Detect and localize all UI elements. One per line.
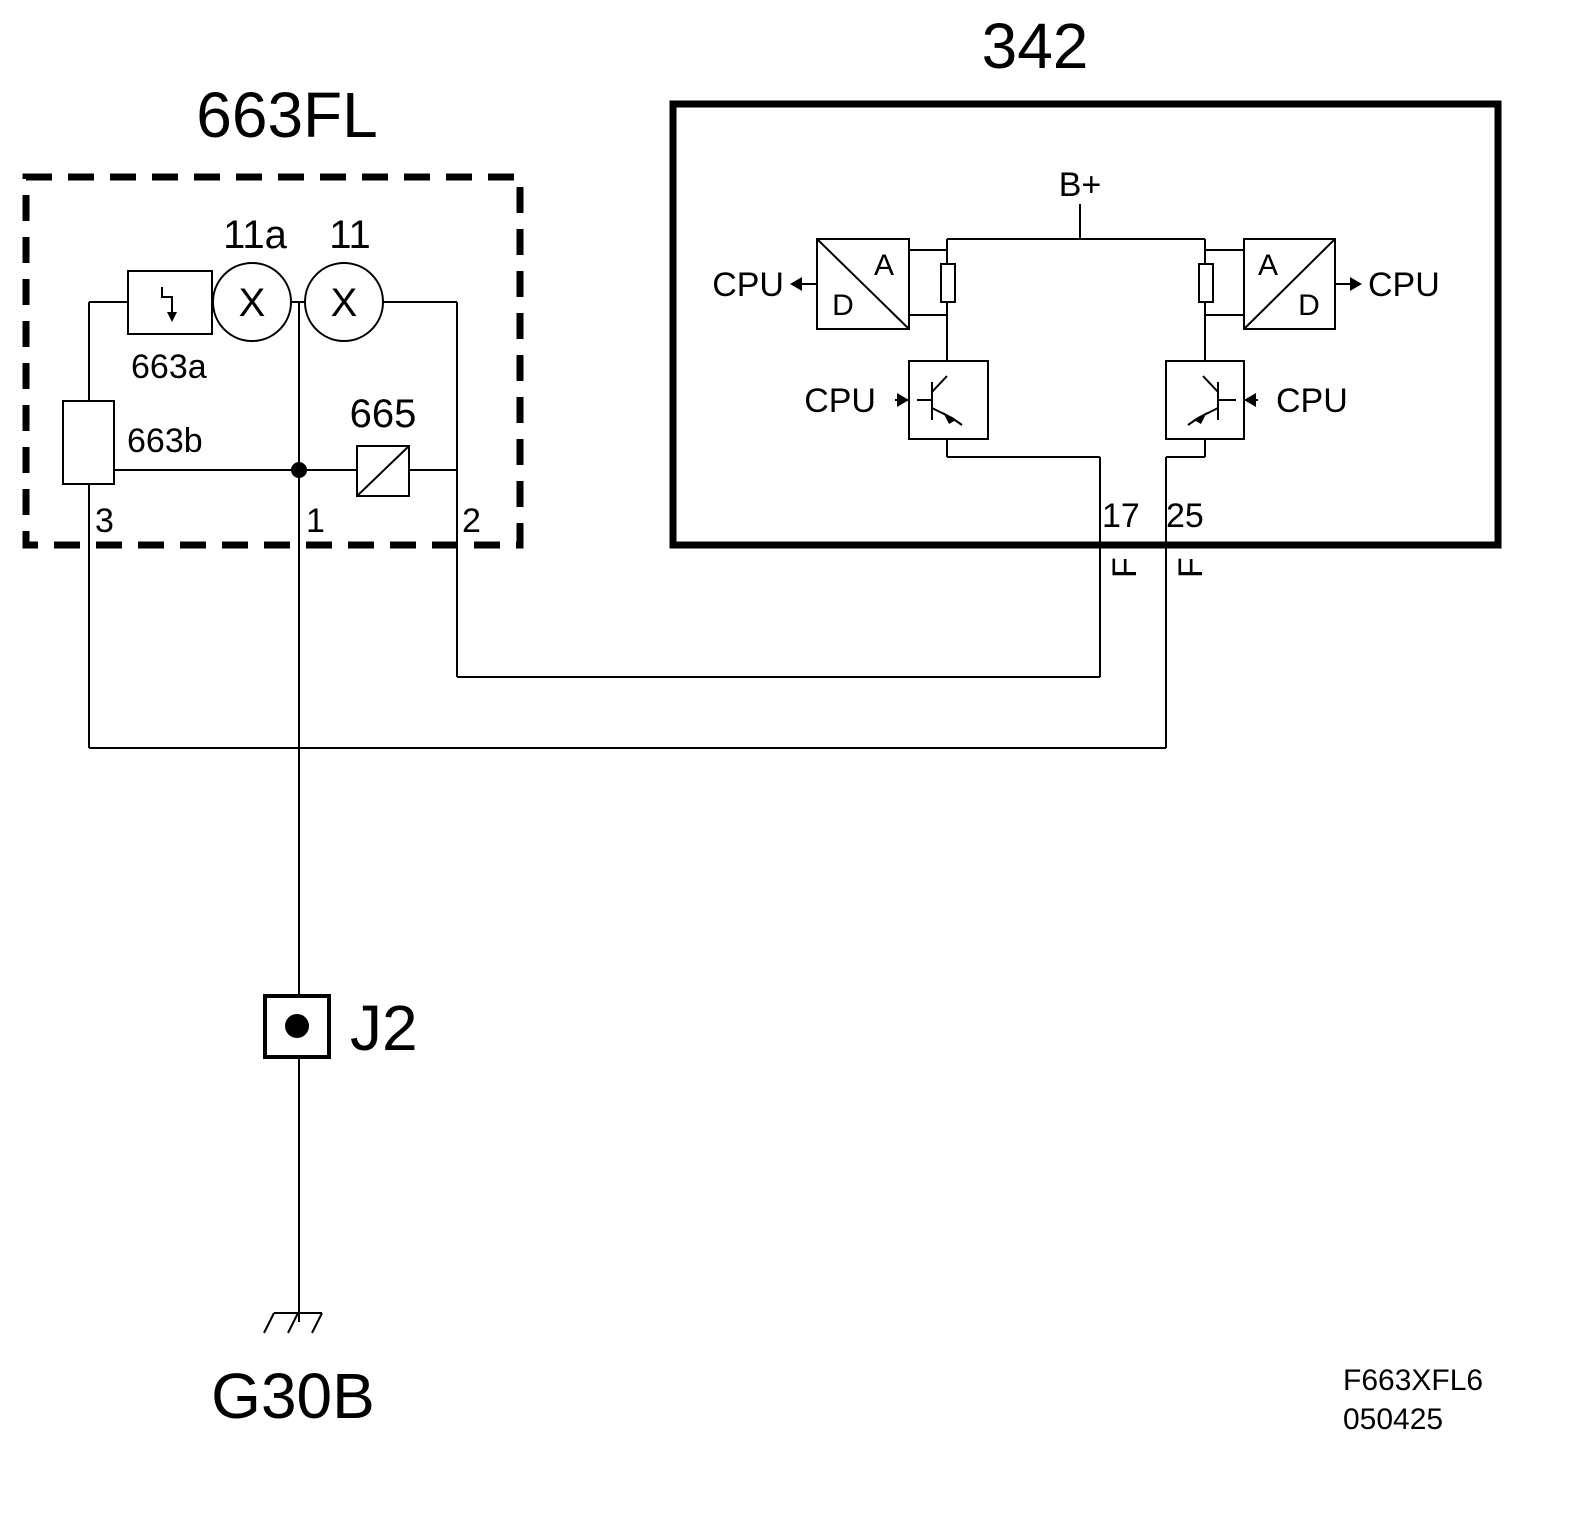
component-663a: [127, 270, 213, 335]
lamp-11a-label: 11a: [223, 213, 288, 257]
transistor-left: [908, 360, 989, 440]
lamp-11a: X: [212, 262, 292, 342]
svg-text:A: A: [1258, 249, 1278, 282]
pin-1-label: 1: [306, 502, 325, 540]
cpu-label-left-in: CPU: [804, 382, 876, 420]
transistor-right: [1165, 360, 1245, 440]
supply-label: B+: [1059, 166, 1102, 204]
adc-left: A D: [816, 238, 910, 330]
bulb-failure-icon: [161, 287, 173, 318]
module-663fl-box: [22, 173, 524, 549]
svg-text:D: D: [1298, 289, 1320, 322]
reference-code: F663XFL6: [1343, 1364, 1483, 1397]
splice-j2-label: J2: [350, 992, 418, 1064]
cpu-label-right-out: CPU: [1368, 266, 1440, 304]
reference-date: 050425: [1343, 1403, 1443, 1436]
shunt-resistor-right: [1198, 263, 1214, 303]
lamp-11a-symbol: X: [239, 281, 266, 325]
cpu-label-left-out: CPU: [712, 266, 784, 304]
pin-3-label: 3: [95, 502, 114, 540]
lamp-11-label: 11: [329, 213, 371, 257]
lamp-11: X: [304, 262, 384, 342]
component-665-label: 665: [350, 392, 417, 436]
module-342-box: [669, 100, 1502, 549]
pin-2-label: 2: [462, 502, 481, 540]
component-663b-label: 663b: [127, 422, 203, 460]
ground-icon: [263, 1312, 323, 1334]
arrow-into-transistor-right-icon: [1244, 393, 1256, 407]
lamp-11-symbol: X: [331, 281, 358, 325]
junction-dot: [291, 462, 307, 478]
splice-j2: [263, 994, 331, 1059]
adc-right: A D: [1243, 238, 1336, 330]
arrow-into-transistor-left-icon: [897, 393, 909, 407]
svg-text:A: A: [874, 249, 894, 282]
pin-25-label: 25: [1166, 497, 1204, 535]
connector-17-label: F: [1106, 557, 1144, 578]
cpu-label-right-in: CPU: [1276, 382, 1348, 420]
component-663b: [62, 400, 115, 485]
connector-25-label: F: [1172, 557, 1210, 578]
module-342-title: 342: [982, 10, 1089, 82]
pin-17-label: 17: [1102, 497, 1140, 535]
component-663a-label: 663a: [131, 348, 207, 386]
arrow-right-icon: [1350, 277, 1362, 291]
shunt-resistor-left: [940, 263, 956, 303]
svg-text:D: D: [832, 289, 854, 322]
module-663fl-title: 663FL: [196, 79, 377, 151]
ground-label: G30B: [211, 1360, 375, 1432]
arrow-left-icon: [790, 277, 802, 291]
